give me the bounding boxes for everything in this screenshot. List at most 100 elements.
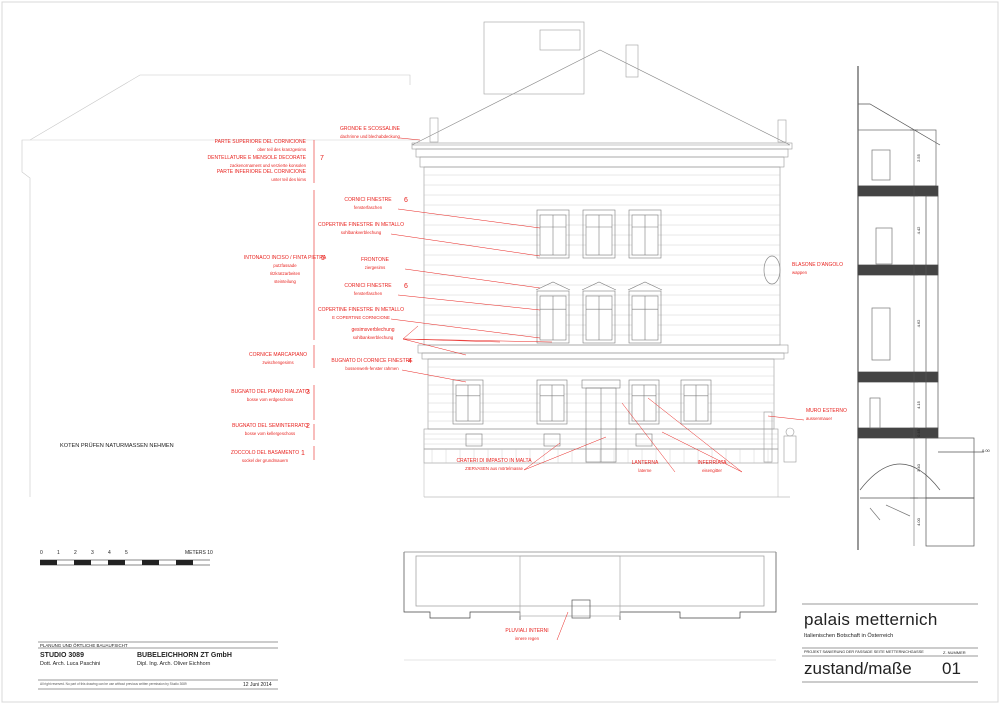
leader-line: [401, 369, 467, 383]
kote-note: KOTEN PRÜFEN NATURMASSEN NEHMEN: [60, 442, 174, 449]
annotation-label: BUGNATO DEL PIANO RIALZATO: [231, 389, 309, 395]
project-title: palais metternich: [804, 610, 938, 629]
annotation-label: ZOCCOLO DEL BASAMENTO: [231, 450, 299, 456]
leader-line: [402, 338, 553, 343]
annotation-label: CRATERI DI IMPASTO IN MALTA: [456, 458, 532, 464]
annotation-number: 3: [306, 389, 310, 396]
title-block-header: PLANUNG UND ÖRTLICHE BAUAUFSICHT: [40, 643, 128, 648]
annotation-n2: PARTE SUPERIORE DEL CORNICIONE ober teil …: [215, 139, 307, 152]
annotation-label: COPERTINE FINESTRE IN METALLO: [318, 307, 404, 313]
section-dim-label: 3.40: [916, 463, 921, 472]
annotation-label: PLUVIALI INTERNI: [505, 628, 548, 634]
facade-windows: [452, 209, 712, 447]
annotation-label: CORNICI FINESTRE: [344, 197, 392, 203]
annotation-sublabel: zwischengesims: [262, 360, 293, 365]
annotation-sublabel: dachrinne und blechabdeckung: [340, 134, 400, 139]
scale-tick-label: 0: [40, 550, 43, 556]
studio-name: STUDIO 3089: [40, 652, 84, 659]
annotation-n3: DENTELLATURE E MENSOLE DECORATE zackenorn…: [208, 155, 324, 168]
annotation-label: MURO ESTERNO: [806, 408, 847, 414]
leader-line: [404, 268, 541, 289]
scale-tick-label: 5: [125, 550, 128, 556]
annotation-sublabel: zackenornament und verzierte konsolen: [230, 163, 307, 168]
drawing-title: zustand/maße: [804, 659, 912, 678]
annotation-label: BLASONE D'ANGOLO: [792, 262, 843, 268]
annotation-n7: INTONACO INCISO / FINTA PIETRA putzfassad…: [244, 255, 327, 284]
building-section: [857, 66, 984, 550]
annotation-sublabel: sohlbankverblechung: [353, 335, 394, 340]
section-dim-label: 4.42: [916, 226, 921, 235]
annotation-label: BUGNATO DEL SEMINTERRATO: [232, 423, 308, 429]
section-dim-label: 4.62: [916, 319, 921, 328]
annotation-sublabel: ZIERVASEN aus mörtelmasse: [465, 466, 523, 471]
annotation-sublabel: unter teil des kims: [271, 177, 306, 182]
annotation-leaders: [390, 137, 805, 641]
annotation-label: DENTELLATURE E MENSOLE DECORATE: [208, 155, 307, 161]
rights-notice: All right reserved. No part of this draw…: [40, 682, 187, 686]
section-dim-label: 4.15: [916, 400, 921, 409]
annotation-sublabel: putzfassade: [273, 263, 297, 268]
title-block-lines: [38, 603, 978, 690]
scale-segment: [176, 560, 193, 565]
project-subtitle: Italienischen Botschaft in Österreich: [804, 633, 894, 639]
annotation-n22: PLUVIALI INTERNI innere regen: [505, 628, 548, 641]
annotation-n17: CRATERI DI IMPASTO IN MALTA ZIERVASEN aus…: [456, 458, 532, 471]
annotation-sublabel: ziergesims: [365, 265, 386, 270]
leader-line: [402, 338, 467, 356]
corner-coat-of-arms: [763, 255, 781, 285]
annotation-label: LANTERNA: [632, 460, 659, 466]
scale-tick-label: 4: [108, 550, 111, 556]
section-dim-label: 4.00: [916, 517, 921, 526]
annotation-number: 7: [320, 155, 324, 162]
annotation-n18: LANTERNA laterne: [632, 460, 659, 473]
level-marker: 0.00: [982, 448, 991, 453]
annotation-n8: FRONTONE ziergesims: [361, 257, 390, 270]
annotation-number: 5: [321, 255, 325, 262]
scale-segment: [108, 560, 125, 565]
section-dimensions: 2.554.424.624.150.453.404.000.00: [910, 129, 991, 546]
leader-line: [397, 294, 541, 311]
rustication-lines: [424, 174, 780, 463]
annotation-label: PARTE SUPERIORE DEL CORNICIONE: [215, 139, 307, 145]
scale-tick-label: 1: [57, 550, 60, 556]
section-dim-label: 2.55: [916, 153, 921, 162]
annotation-sublabel: innere regen: [515, 636, 540, 641]
leader-line: [523, 442, 561, 471]
annotation-sublabel: laterne: [638, 468, 652, 473]
annotation-sublabel: sockel der grundmauern: [242, 458, 289, 463]
leader-line: [647, 397, 743, 473]
drawing-number-label: Z. NUMMER: [943, 650, 966, 655]
annotation-label: INFERRIATA: [698, 460, 728, 466]
leader-line: [661, 431, 743, 473]
annotation-sublabel: bosse vom erdgeschoss: [247, 397, 293, 402]
scale-tick-label: 2: [74, 550, 77, 556]
annotation-number: 4: [408, 358, 412, 365]
annotation-label: COPERTINE FINESTRE IN METALLO: [318, 222, 404, 228]
studio-person: Dott. Arch. Luca Paschini: [40, 661, 101, 667]
leader-line: [390, 318, 541, 339]
annotation-label: INTONACO INCISO / FINTA PIETRA: [244, 255, 327, 261]
annotation-label: FRONTONE: [361, 257, 390, 263]
scale-segment: [74, 560, 91, 565]
scale-segment: [40, 560, 57, 565]
annotation-sublabel: eisengitter: [702, 468, 722, 473]
annotation-sublabel: sohlbankverblechung: [341, 230, 382, 235]
leader-line: [767, 415, 805, 421]
leader-line: [556, 611, 569, 641]
annotation-n6: COPERTINE FINESTRE IN METALLO sohlbankver…: [318, 222, 404, 235]
leader-line: [390, 233, 541, 257]
drawing-number: 01: [942, 659, 961, 678]
annotation-sublabel: ober teil des kranzgesims: [257, 147, 306, 152]
